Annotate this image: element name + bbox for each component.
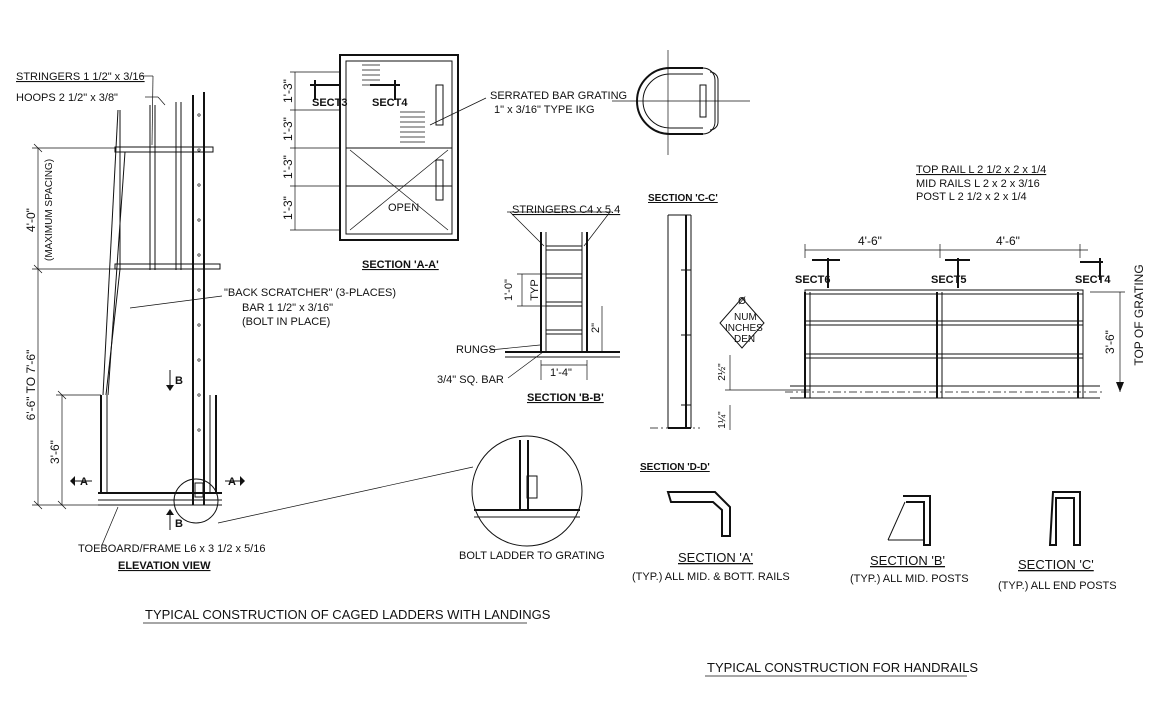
toeboard-label: TOEBOARD/FRAME L6 x 3 1/2 x 5/16 (78, 543, 265, 555)
section-a-detail: SECTION 'A' (TYP.) ALL MID. & BOTT. RAIL… (632, 491, 790, 583)
section-marker-b-top: B (175, 375, 183, 387)
sq-bar-label: 3/4" SQ. BAR (437, 374, 504, 386)
section-dd-title: SECTION 'D-D' (640, 462, 710, 473)
section-marker-b-bottom: B (175, 518, 183, 530)
num-label: NUM (734, 312, 757, 323)
dim-4-0: 4'-0" (24, 208, 38, 232)
dim-4-6-a: 4'-6" (858, 234, 882, 248)
dim-3-6-right: 3'-6" (1103, 330, 1117, 354)
section-a-title: SECTION 'A' (678, 550, 753, 565)
sect4-label: SECT4 (372, 97, 408, 109)
section-b-note: (TYP.) ALL MID. POSTS (850, 573, 969, 585)
sect4b-label: SECT4 (1075, 274, 1111, 286)
section-b-detail: SECTION 'B' (TYP.) ALL MID. POSTS (850, 495, 969, 585)
dim-1-3-a: 1'-3" (281, 79, 295, 103)
rungs-label: RUNGS (456, 344, 496, 356)
inches-label: INCHES (725, 323, 763, 334)
dim-1-0: 1'-0" (503, 279, 515, 301)
back-scratcher-label: "BACK SCRATCHER" (3-PLACES) (224, 287, 396, 299)
post-label: POST L 2 1/2 x 2 x 1/4 (916, 191, 1027, 203)
cage-top-view (612, 50, 750, 155)
stringers-c4-label: STRINGERS C4 x 5.4 (512, 204, 620, 216)
dim-2: 2" (590, 323, 602, 333)
dim-1-4: 1'-4" (550, 367, 572, 379)
open-label: OPEN (388, 202, 419, 214)
bolt-in-place-label: (BOLT IN PLACE) (242, 316, 330, 328)
title-handrails: TYPICAL CONSTRUCTION FOR HANDRAILS (707, 660, 978, 675)
section-b-title: SECTION 'B' (870, 553, 945, 568)
section-aa-title: SECTION 'A-A' (362, 259, 439, 271)
section-aa: SECT3 SECT4 OPEN 1'-3" 1'-3" 1'-3" 1'-3"… (281, 54, 627, 271)
bar-label: BAR 1 1/2" x 3/16" (242, 302, 333, 314)
elevation-view-title: ELEVATION VIEW (118, 560, 211, 572)
section-cc: SECTION 'C-C' Ø NUM INCHES DEN 2½" 1¼" S… (640, 193, 810, 473)
dim-2-half: 2½" (717, 363, 728, 381)
mid-rails-label: MID RAILS L 2 x 2 x 3/16 (916, 178, 1040, 190)
sect3-label: SECT3 (312, 97, 347, 109)
handrail-elevation: TOP RAIL L 2 1/2 x 2 x 1/4 MID RAILS L 2… (785, 164, 1146, 399)
bolt-detail: BOLT LADDER TO GRATING (459, 435, 605, 562)
section-a-note: (TYP.) ALL MID. & BOTT. RAILS (632, 571, 790, 583)
bolt-ladder-label: BOLT LADDER TO GRATING (459, 550, 605, 562)
section-bb: STRINGERS C4 x 5.4 1'-0" TYP 2" 1'-4" RU… (437, 204, 620, 404)
serrated-label: SERRATED BAR GRATING (490, 90, 627, 102)
section-marker-a-left: A (80, 476, 88, 488)
den-label: DEN (734, 334, 755, 345)
section-c-note: (TYP.) ALL END POSTS (998, 580, 1117, 592)
stringers-left-label: STRINGERS 1 1/2" x 3/16 (16, 71, 145, 83)
hoops-label: HOOPS 2 1/2" x 3/8" (16, 92, 118, 104)
dim-3-6-left: 3'-6" (48, 440, 62, 464)
section-c-detail: SECTION 'C' (TYP.) ALL END POSTS (998, 491, 1117, 592)
title-caged-ladders: TYPICAL CONSTRUCTION OF CAGED LADDERS WI… (145, 607, 551, 622)
dim-1-quarter: 1¼" (716, 411, 728, 429)
dim-1-3-b: 1'-3" (281, 117, 295, 141)
dim-1-3-c: 1'-3" (281, 155, 295, 179)
phi-symbol: Ø (738, 296, 746, 307)
top-of-grating-label: TOP OF GRATING (1132, 264, 1146, 365)
section-bb-title: SECTION 'B-B' (527, 392, 604, 404)
elevation-view: A A B B 4'-0" (MAXIMUM SPACING) 6'-6" TO… (16, 71, 474, 572)
dim-6-6-to-7-6: 6'-6" TO 7'-6" (24, 350, 38, 421)
typ-label: TYP (529, 279, 541, 300)
dim-4-6-b: 4'-6" (996, 234, 1020, 248)
section-marker-a-right: A (228, 476, 236, 488)
section-cc-title: SECTION 'C-C' (648, 193, 718, 204)
dim-1-3-d: 1'-3" (281, 196, 295, 220)
sect5-label: SECT5 (931, 274, 966, 286)
max-spacing-label: (MAXIMUM SPACING) (44, 159, 55, 261)
top-rail-label: TOP RAIL L 2 1/2 x 2 x 1/4 (916, 164, 1046, 176)
sect6-label: SECT6 (795, 274, 830, 286)
section-c-title: SECTION 'C' (1018, 557, 1094, 572)
serrated-size-label: 1" x 3/16" TYPE IKG (494, 104, 595, 116)
